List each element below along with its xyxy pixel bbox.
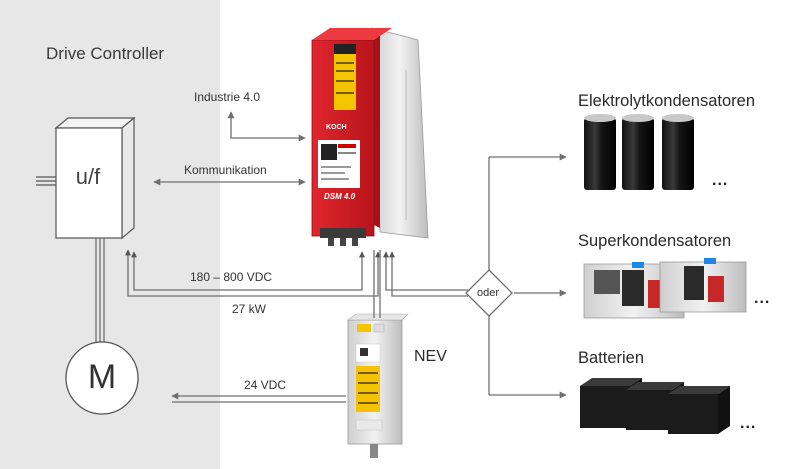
voltage-dc-label: 180 – 800 VDC xyxy=(190,270,273,284)
industrie-link-arrow xyxy=(227,111,306,142)
converter-label: u/f xyxy=(75,164,101,189)
motor-label: M xyxy=(87,358,117,396)
super-ellipsis: ... xyxy=(754,290,771,307)
dsm-model-label: DSM 4.0 xyxy=(324,192,356,201)
junction-diamond xyxy=(465,269,513,317)
dsm-storage-link-outer xyxy=(383,251,468,291)
voltage-24-label: 24 VDC xyxy=(244,378,287,392)
super-heading: Superkondensatoren xyxy=(578,232,732,250)
nev-device xyxy=(347,313,409,458)
nev-label: NEV xyxy=(414,348,447,365)
power-label: 27 kW xyxy=(232,302,267,316)
junction-label: oder xyxy=(477,287,500,299)
kommunikation-label: Kommunikation xyxy=(184,163,267,177)
panel-title: Drive Controller xyxy=(46,44,165,63)
batterien-heading: Batterien xyxy=(578,349,645,367)
motor-symbol xyxy=(65,341,139,415)
motor-cable xyxy=(95,238,105,344)
industrie-label: Industrie 4.0 xyxy=(194,90,261,104)
electrolytic-capacitors xyxy=(584,114,694,190)
converter-box xyxy=(36,116,136,240)
elektrolyt-ellipsis: ... xyxy=(712,172,729,189)
supercapacitor-modules xyxy=(583,258,747,319)
dsm-device xyxy=(311,27,429,246)
battery-units xyxy=(580,378,730,434)
dsm-storage-link-inner xyxy=(389,251,468,297)
dsm-brand-label: KOCH xyxy=(326,124,347,131)
batterien-ellipsis: ... xyxy=(740,415,757,432)
dc-bus-outer-arrow xyxy=(125,249,381,297)
dc-bus-inner-arrow xyxy=(131,251,365,291)
elektrolyt-heading: Elektrolytkondensatoren xyxy=(578,92,756,110)
